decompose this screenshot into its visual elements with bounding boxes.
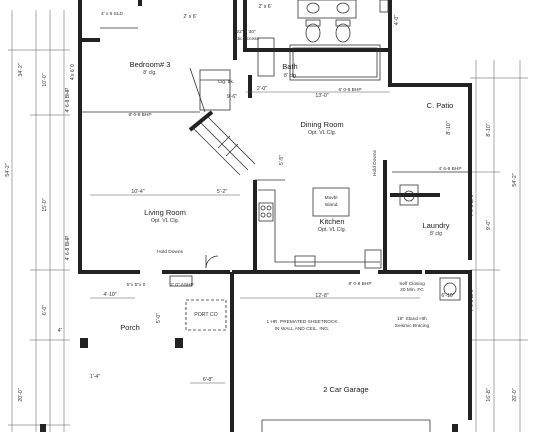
self-closing-note-1: Self Closing — [399, 281, 425, 287]
patio-name: C. Patio — [427, 101, 454, 110]
header-patio: 4' 6-8 BHP — [438, 166, 461, 172]
dim-4: 4" — [58, 328, 63, 334]
header-bedroom: 8' 0-8 BHP — [128, 112, 151, 118]
island-line2: Island — [325, 202, 338, 208]
bedroom-ceiling: 8' clg. — [143, 70, 156, 76]
hold-downs-left: Hold Downs — [157, 249, 183, 255]
bath-ceiling: 8' clg — [284, 73, 296, 79]
kitchen-name: Kitchen — [319, 217, 344, 226]
garage-width-2: 6'-10" — [441, 293, 454, 299]
left-dim-a: 34'-2" — [18, 63, 24, 76]
walls — [78, 0, 472, 432]
garage-door — [261, 419, 431, 432]
closet-top-label: 4' x 6 SLD — [101, 11, 124, 17]
closet — [189, 67, 231, 113]
attic-label-2: Attic Access — [233, 36, 259, 42]
stand-note-1: 18" Stand Hth — [397, 316, 427, 322]
self-closing-note-2: 20 Min. FC — [400, 287, 424, 293]
laundry-name: Laundry — [422, 221, 449, 230]
laundry-ceiling: 8' clg — [430, 231, 442, 237]
left-dim-e: 6'-0" — [42, 305, 48, 315]
living-width: 10'-4" — [131, 189, 144, 195]
kitchen-height: 5'-5" — [279, 155, 285, 165]
interior-dimension-lines — [90, 91, 420, 384]
top-dim-b: 2' x 6' — [183, 14, 196, 20]
portco-name: PORT CO — [194, 312, 217, 318]
kitchen-ceiling: Opt. VL Clg. — [318, 227, 346, 233]
header-kitchen: 8' 0-8 BHP — [348, 281, 371, 287]
left-total-dim: 54'-2" — [5, 163, 11, 176]
porch-posts — [40, 255, 458, 432]
right-dim-c: 9'-0" — [486, 220, 492, 230]
top-dim-a: 2' x 6' — [258, 4, 271, 10]
header-bath: 6' 0-8 BHP — [338, 87, 361, 93]
patio-width: 8'-10" — [446, 121, 452, 134]
stand-note-2: Seismic Bracing — [395, 323, 430, 329]
right-total-dim: 54'-2" — [512, 173, 518, 186]
top-dim-c: 4'-0" — [394, 15, 400, 25]
hold-downs-right: Hold Downs — [372, 149, 378, 175]
right-dimension-lines — [470, 60, 528, 432]
attic-label: 22" x 30" — [236, 29, 255, 35]
bath-width: 2'-0" — [257, 86, 267, 92]
clg-tray-label: Clg. trk. — [218, 79, 235, 85]
portco-width: 6'-8" — [203, 377, 213, 383]
porch-post-label: 5"x 5"x 0 — [127, 282, 146, 288]
dim-1-4: 1'-4" — [90, 374, 100, 380]
bath-name: Bath — [282, 62, 297, 71]
dining-width: 13'-0" — [315, 93, 328, 99]
laundry-appliances — [399, 184, 461, 301]
diagonal-hall — [188, 110, 256, 176]
porch-height: 5'-0" — [156, 313, 162, 323]
right-dim-e: 16'-8" — [486, 388, 492, 401]
bedroom-name: Bedroom# 3 — [130, 60, 171, 69]
hdr-left-1: 4' 6-8 BHP — [65, 87, 71, 112]
porch-width: 4'-10" — [103, 292, 116, 298]
living-name: Living Room — [144, 208, 186, 217]
dining-ceiling: Opt. VL Clg. — [308, 130, 336, 136]
garage-width: 12'-8" — [315, 293, 328, 299]
porch-post-label-2: 2' 0" ASHP — [170, 282, 193, 288]
porch-name: Porch — [120, 323, 140, 332]
sheetrock-note-1: 1 HR. PREMATED SHEETROCK — [266, 319, 338, 325]
right-dim-a: 8'-10" — [486, 123, 492, 136]
left-dimension-lines — [8, 10, 70, 432]
kitchen-counters — [258, 187, 382, 269]
living-width-2: 5'-2" — [217, 189, 227, 195]
bed-h-dim: 4'x 6' 0 — [70, 64, 76, 80]
bath-width-2: 9'-6" — [227, 94, 237, 100]
left-dim-b: 10'-0" — [42, 73, 48, 86]
left-dim-c: 15'-0" — [42, 198, 48, 211]
sheetrock-note-2: IN WALL AND CEIL. ING. — [275, 326, 330, 332]
bath-fixtures — [257, 0, 389, 81]
right-dim-d: 20'-0" — [512, 388, 518, 401]
garage-name: 2 Car Garage — [323, 385, 368, 394]
dining-name: Dining Room — [300, 120, 343, 129]
left-dim-d: 20'-0" — [18, 388, 24, 401]
hdr-left-2: 4' 6-8 BHP — [65, 235, 71, 260]
island-line1: Movbl — [325, 195, 338, 201]
living-ceiling: Opt. VL Clg. — [151, 218, 179, 224]
